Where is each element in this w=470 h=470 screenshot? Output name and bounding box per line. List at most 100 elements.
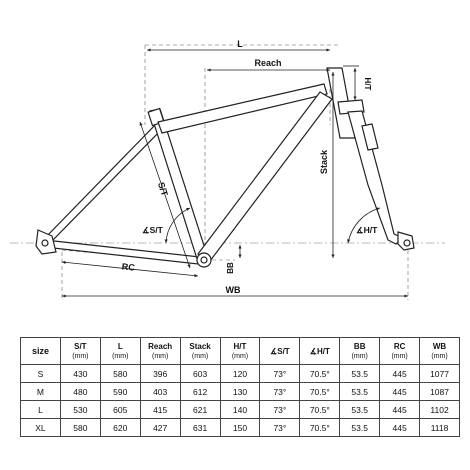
table-cell: 445 — [379, 382, 421, 401]
dim-rc: RC — [61, 260, 199, 278]
column-unit: (mm) — [152, 352, 169, 360]
column-name: WB — [432, 341, 447, 351]
fork-crown — [337, 99, 365, 115]
column-name: ∡H/T — [309, 346, 330, 356]
table-cell: 73° — [259, 364, 301, 383]
column-name: BB — [353, 341, 366, 351]
column-unit: (mm) — [231, 352, 249, 360]
column-name: H/T — [233, 341, 247, 351]
column-header: ∡H/T — [299, 337, 341, 365]
label-wb: WB — [226, 285, 241, 295]
table-cell: 150 — [219, 418, 261, 437]
table-cell: 590 — [99, 382, 141, 401]
column-name: Reach — [148, 341, 173, 351]
column-unit: (mm) — [191, 352, 209, 360]
column-unit: (mm) — [431, 352, 448, 360]
table-cell: 53.5 — [339, 364, 381, 383]
column-header: H/T(mm) — [219, 337, 261, 365]
table-cell: 130 — [219, 382, 261, 401]
table-cell: XL — [20, 418, 61, 437]
label-reach: Reach — [254, 58, 281, 68]
table-cell: 427 — [139, 418, 181, 437]
frame-geometry-diagram: L Reach H/T Stack S/T ∡S/T ∡H/T RC BB — [10, 39, 445, 300]
column-name: L — [117, 341, 123, 351]
column-unit: (mm) — [72, 352, 89, 360]
table-cell: 73° — [259, 418, 301, 437]
table-cell: 1102 — [419, 400, 460, 419]
table-cell: 530 — [59, 400, 101, 419]
table-cell: 70.5° — [299, 364, 341, 383]
label-ht: H/T — [363, 78, 372, 91]
table-cell: 620 — [99, 418, 141, 437]
column-name: RC — [393, 341, 406, 351]
column-unit: (mm) — [351, 352, 368, 360]
dim-ht-angle: ∡H/T — [347, 207, 381, 244]
table-cell: S — [20, 364, 61, 383]
table-cell: 1118 — [419, 418, 460, 437]
table-cell: 445 — [379, 418, 421, 437]
table-cell: 415 — [139, 400, 181, 419]
table-cell: 53.5 — [339, 400, 381, 419]
column-header: RC(mm) — [379, 337, 421, 365]
dim-st: S/T — [139, 121, 191, 269]
bike-frame — [35, 67, 415, 268]
column-unit: (mm) — [391, 352, 408, 360]
table-cell: 73° — [259, 400, 301, 419]
column-unit: (mm) — [112, 352, 129, 360]
table-cell: L — [20, 400, 61, 419]
table-cell: 603 — [179, 364, 221, 383]
column-header: BB(mm) — [339, 337, 381, 365]
column-header: ∡S/T — [259, 337, 301, 365]
table-cell: 612 — [179, 382, 221, 401]
table-cell: 580 — [99, 364, 141, 383]
table-cell: 605 — [99, 400, 141, 419]
column-header: WB(mm) — [419, 337, 460, 365]
table-cell: 1087 — [419, 382, 460, 401]
table-cell: 73° — [259, 382, 301, 401]
label-st: S/T — [156, 181, 170, 198]
dim-reach: Reach — [207, 58, 330, 72]
table-cell: 53.5 — [339, 382, 381, 401]
table-cell: 70.5° — [299, 382, 341, 401]
reference-lines — [10, 44, 445, 300]
table-cell: 53.5 — [339, 418, 381, 437]
table-cell: 445 — [379, 364, 421, 383]
column-header: Stack(mm) — [179, 337, 221, 365]
label-l: L — [237, 39, 243, 49]
table-cell: 580 — [59, 418, 101, 437]
table-cell: 120 — [219, 364, 261, 383]
column-name: S/T — [74, 341, 87, 351]
table-cell: M — [20, 382, 61, 401]
table-cell: 430 — [59, 364, 101, 383]
column-header: Reach(mm) — [139, 337, 181, 365]
column-header: L(mm) — [99, 337, 141, 365]
dim-l: L — [147, 39, 330, 52]
label-st-angle: ∡S/T — [142, 225, 164, 235]
column-header: size — [20, 337, 61, 365]
column-name: size — [31, 345, 49, 356]
table-cell: 403 — [139, 382, 181, 401]
column-header: S/T(mm) — [59, 337, 101, 365]
dim-wb: WB — [61, 285, 408, 298]
label-bb: BB — [226, 262, 235, 274]
table-cell: 445 — [379, 400, 421, 419]
table-cell: 140 — [219, 400, 261, 419]
table-cell: 1077 — [419, 364, 460, 383]
table-cell: 70.5° — [299, 400, 341, 419]
table-cell: 480 — [59, 382, 101, 401]
column-name: Stack — [189, 341, 211, 351]
dim-ht: H/T — [343, 65, 372, 100]
table-cell: 631 — [179, 418, 221, 437]
label-ht-angle: ∡H/T — [356, 225, 378, 235]
dim-st-angle: ∡S/T — [142, 207, 191, 244]
label-rc: RC — [121, 261, 135, 272]
table-cell: 396 — [139, 364, 181, 383]
dim-bb: BB — [226, 245, 242, 274]
